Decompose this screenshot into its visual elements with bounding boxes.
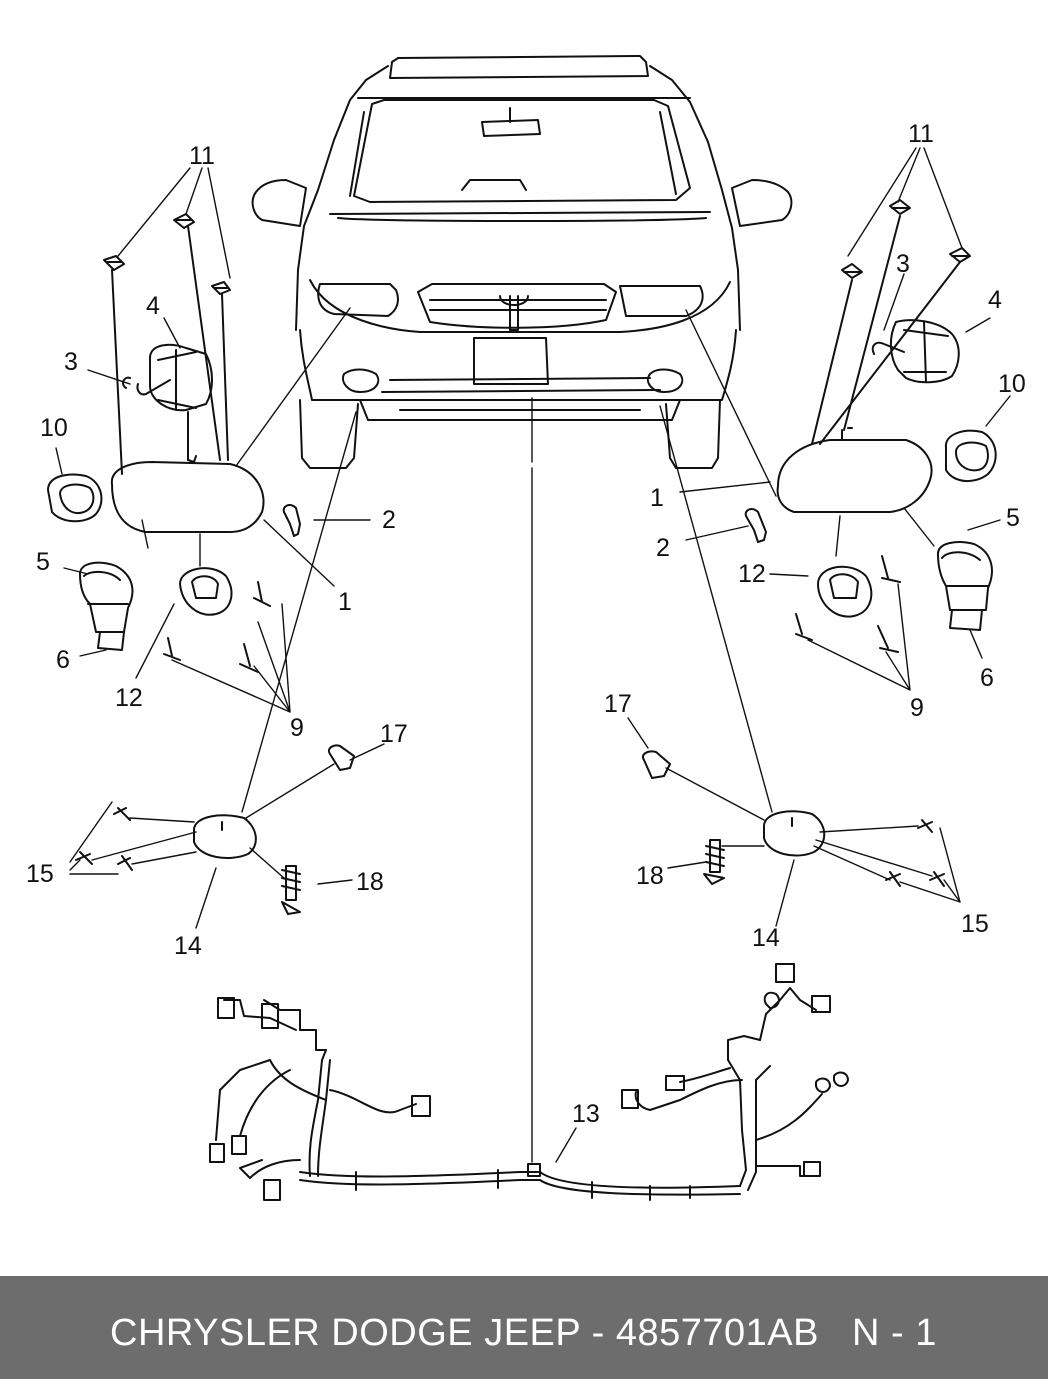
connector: [231, 1135, 247, 1155]
callout-l12: 12: [115, 684, 143, 712]
callout-l14: 14: [174, 932, 202, 960]
left-screw-9-a: [253, 581, 271, 607]
callout-r4: 4: [988, 286, 1002, 314]
footer-title: CHRYSLER DODGE JEEP - 4857701AB: [110, 1312, 819, 1354]
diagram-canvas: 11 4 3 10 5 6 12 2 1 9 17 15 14 18 11 3 …: [26, 55, 1026, 1201]
connector: [665, 1075, 685, 1091]
connector: [209, 1143, 225, 1163]
left-clip-11-c: [211, 281, 231, 295]
right-screw-15-b: [929, 871, 945, 887]
left-screw-15-c: [117, 855, 133, 871]
left-headlamp-assembly: [47, 213, 301, 673]
callout-l18: 18: [356, 868, 384, 896]
left-screw-9-b: [163, 637, 181, 661]
connector: [263, 1179, 281, 1201]
right-socket-4: [890, 319, 960, 384]
callout-r15: 15: [961, 910, 989, 938]
callout-c13: 13: [572, 1100, 600, 1128]
right-fog-lamp-14: [763, 810, 826, 857]
leader-lines: [55, 147, 1011, 1163]
callout-l6: 6: [56, 646, 70, 674]
callout-l2: 2: [382, 506, 396, 534]
callout-r3: 3: [896, 250, 910, 278]
right-bulb-5: [937, 541, 993, 611]
parts-diagram: 11 4 3 10 5 6 12 2 1 9 17 15 14 18 11 3 …: [26, 55, 1026, 1201]
left-headlamp-1: [110, 461, 265, 533]
left-screw-15-b: [75, 851, 93, 865]
callout-l10: 10: [40, 414, 68, 442]
left-screw-15-a: [113, 807, 131, 821]
callout-r11: 11: [908, 120, 934, 148]
left-fog-lamp-assembly: [75, 744, 355, 915]
callout-r18: 18: [636, 862, 664, 890]
right-fog-lamp-assembly: [642, 750, 945, 887]
left-clip-11-a: [103, 255, 125, 271]
connector: [411, 1095, 431, 1117]
right-screw-9-b: [795, 613, 813, 641]
right-headlamp-1: [776, 439, 933, 513]
wiring-harness-13: [209, 963, 849, 1201]
right-screw-9-c: [877, 625, 899, 653]
callout-r5: 5: [1006, 504, 1020, 532]
left-adjuster-12: [179, 567, 233, 616]
callout-l1: 1: [338, 588, 352, 616]
callout-r1: 1: [650, 484, 664, 512]
footer-page-number: N - 1: [852, 1312, 937, 1354]
footer-bar: CHRYSLER DODGE JEEP - 4857701AB N - 1: [0, 1276, 1048, 1379]
callout-l5: 5: [36, 548, 50, 576]
right-bolt-18: [703, 839, 725, 885]
right-screw-15-a: [917, 819, 933, 833]
right-adjuster-12: [817, 565, 873, 618]
right-clip-11-a: [841, 263, 863, 279]
callout-l9: 9: [290, 714, 304, 742]
callout-l4: 4: [146, 292, 160, 320]
left-ring-10: [47, 473, 103, 523]
right-clip-11-c: [949, 247, 971, 263]
connector: [811, 995, 831, 1013]
callout-r2: 2: [656, 534, 670, 562]
right-ring-10: [944, 429, 997, 482]
callout-r12: 12: [738, 560, 766, 588]
left-clip-11-b: [173, 213, 195, 229]
left-fog-lamp-14: [193, 814, 257, 859]
right-headlamp-assembly: [744, 199, 997, 653]
callout-r9: 9: [910, 694, 924, 722]
left-screw-9-c: [239, 643, 259, 673]
left-clip-17: [328, 744, 355, 771]
connector: [775, 963, 795, 983]
right-bulb-3: [871, 341, 905, 355]
connector: [803, 1161, 821, 1177]
right-clip-2: [744, 508, 767, 543]
callout-l3: 3: [64, 348, 78, 376]
callout-r14: 14: [752, 924, 780, 952]
left-clip-2: [282, 504, 301, 537]
right-clip-17: [642, 750, 671, 779]
callout-l15: 15: [26, 860, 54, 888]
left-bulb-3: [136, 379, 171, 396]
connector: [261, 1003, 279, 1029]
callout-r10: 10: [998, 370, 1026, 398]
callout-labels: 11 4 3 10 5 6 12 2 1 9 17 15 14 18 11 3 …: [26, 120, 1026, 1128]
left-bulb-5: [79, 561, 134, 633]
right-clip-11-b: [889, 199, 911, 215]
callout-r17: 17: [604, 690, 632, 718]
callout-l11: 11: [189, 142, 215, 170]
left-bolt-18: [281, 865, 301, 915]
connector: [217, 997, 235, 1019]
right-screw-9-a: [881, 555, 901, 583]
vehicle-front: [251, 55, 793, 469]
connector: [621, 1089, 639, 1109]
callout-l17: 17: [380, 720, 408, 748]
left-socket-4: [149, 343, 213, 412]
callout-r6: 6: [980, 664, 994, 692]
